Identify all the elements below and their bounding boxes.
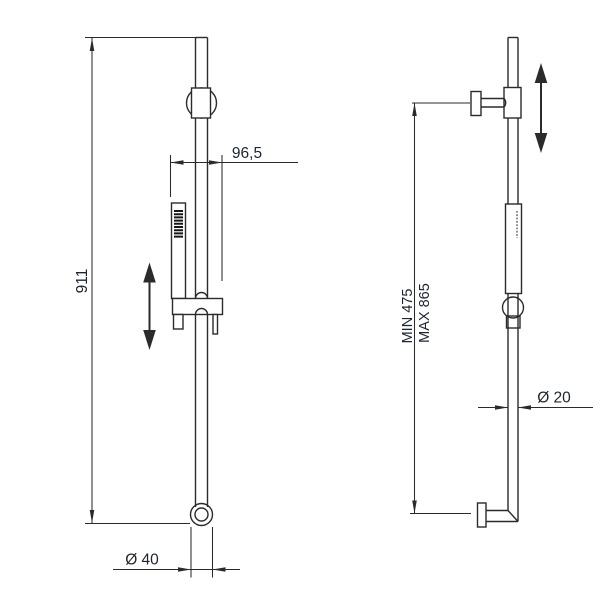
slider-holder [171,297,224,316]
arrowhead [212,567,226,572]
arrowhead [412,500,417,514]
dimension-label-min: MIN 475 [400,289,416,344]
arrowhead-up [534,63,548,83]
arrowhead [89,510,95,523]
bracket-pin-cap [503,98,507,108]
dimension-min-max: MIN 475 MAX 865 [400,102,471,515]
arrowhead-down [534,133,548,153]
dimension-911: 911 [74,36,208,525]
slide-motion-arrow-front [143,262,156,350]
arrowhead [412,103,417,116]
arrowhead [170,160,184,165]
dimension-label-96-5: 96,5 [232,145,262,162]
bracket-wall-flange [470,90,482,117]
slide-motion-arrow-side [534,63,548,153]
arrowhead [178,567,191,572]
holder-body-side [505,315,521,329]
dimension-96-5: 96,5 [169,145,298,281]
elbow-miter-joint [507,510,519,522]
dimension-label-d20: Ø 20 [537,390,571,407]
front-view: 911 96,5 Ø 40 [74,36,298,578]
elbow-wall-flange [476,502,487,528]
arrowhead [209,160,222,165]
dimension-label-max: MAX 865 [417,283,433,343]
arrowhead-down [143,330,156,350]
side-view: MIN 475 MAX 865 Ø 20 [400,36,593,528]
bracket-body [503,86,522,119]
outlet-escutcheon-outer [189,502,214,527]
holder-rail-collar-top [194,291,209,299]
outlet-escutcheon-inner [194,507,209,522]
handle-hose-connector [172,313,184,330]
arrowhead [495,405,508,410]
dimension-d20: Ø 20 [478,390,593,410]
arrowhead [89,38,95,51]
arrowhead-up [143,262,156,283]
holder-knob-side [501,296,525,319]
bracket-body [190,87,212,119]
hand-shower-handle-side [504,203,523,295]
arrowhead [518,405,531,410]
dimension-d40: Ø 40 [113,527,240,578]
holder-lock-pin [212,313,219,335]
holder-rail-collar-bottom [194,307,209,315]
dimension-label-911: 911 [74,269,91,294]
dimension-label-d40: Ø 40 [125,552,159,569]
